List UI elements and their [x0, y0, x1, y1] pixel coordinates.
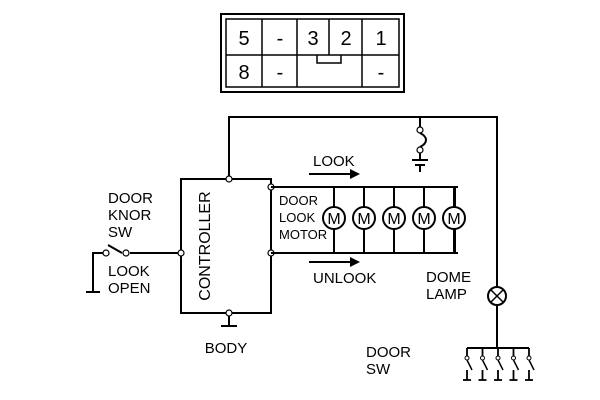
motor-symbol-label: M — [357, 211, 370, 228]
controller-terminal — [225, 175, 233, 183]
door-sw-label-1: DOOR — [366, 344, 411, 361]
controller-terminal — [225, 309, 233, 317]
motor-5: M — [442, 187, 466, 253]
motor-2: M — [352, 187, 376, 253]
look-open-label-2: OPEN — [108, 280, 151, 297]
door-knob-sw-label-1: DOOR — [108, 190, 153, 207]
body-label: BODY — [205, 340, 248, 357]
motor-symbol-label: M — [447, 211, 460, 228]
motor-label-3: MOTOR — [279, 227, 327, 242]
door-switch-3 — [494, 348, 504, 381]
connector-pin-empty: - — [277, 28, 284, 50]
dome-lamp-label-2: LAMP — [426, 286, 467, 303]
connector-pin-5: 5 — [238, 28, 249, 50]
motor-4: M — [412, 187, 436, 253]
connector-pin-3: 3 — [307, 28, 318, 50]
body-ground: BODY — [205, 316, 248, 357]
dome-lamp-label-1: DOME — [426, 269, 471, 286]
door-knob-sw-label-2: KNOR — [108, 207, 152, 224]
motor-1: M — [322, 187, 346, 253]
motor-label-1: DOOR — [279, 193, 318, 208]
door-switch-5 — [525, 348, 535, 381]
door-switches: DOOR SW — [366, 338, 535, 381]
door-switch-2 — [478, 348, 489, 381]
door-switch-4 — [509, 348, 520, 381]
controller-label: CONTROLLER — [197, 191, 214, 300]
door-switch-1 — [463, 348, 473, 381]
door-knob-switch: DOOR KNOR SW LOOK OPEN — [86, 190, 178, 297]
dome-lamp: DOME LAMP — [426, 269, 507, 338]
connector-pinout: 5 - 3 2 1 8 - - — [220, 13, 405, 93]
connector-pin-empty: - — [378, 62, 385, 84]
motor-symbol-label: M — [417, 211, 430, 228]
motor-3: M — [382, 187, 406, 253]
connector-pin-8: 8 — [238, 62, 249, 84]
door-knob-sw-label-3: SW — [108, 224, 133, 241]
look-open-label-1: LOOK — [108, 263, 150, 280]
motor-label-2: LOOK — [279, 210, 315, 225]
connector-pin-1: 1 — [375, 28, 386, 50]
look-arrow-label: LOOK — [313, 153, 355, 170]
connector-pin-2: 2 — [340, 28, 351, 50]
motor-symbol-label: M — [387, 211, 400, 228]
main-wiring — [228, 116, 498, 290]
motor-symbol-label: M — [327, 211, 340, 228]
unlook-arrow-label: UNLOOK — [313, 270, 376, 287]
controller-terminal — [177, 249, 185, 257]
controller-block: CONTROLLER — [177, 175, 275, 317]
connector-pin-empty: - — [277, 62, 284, 84]
door-sw-label-2: SW — [366, 361, 391, 378]
